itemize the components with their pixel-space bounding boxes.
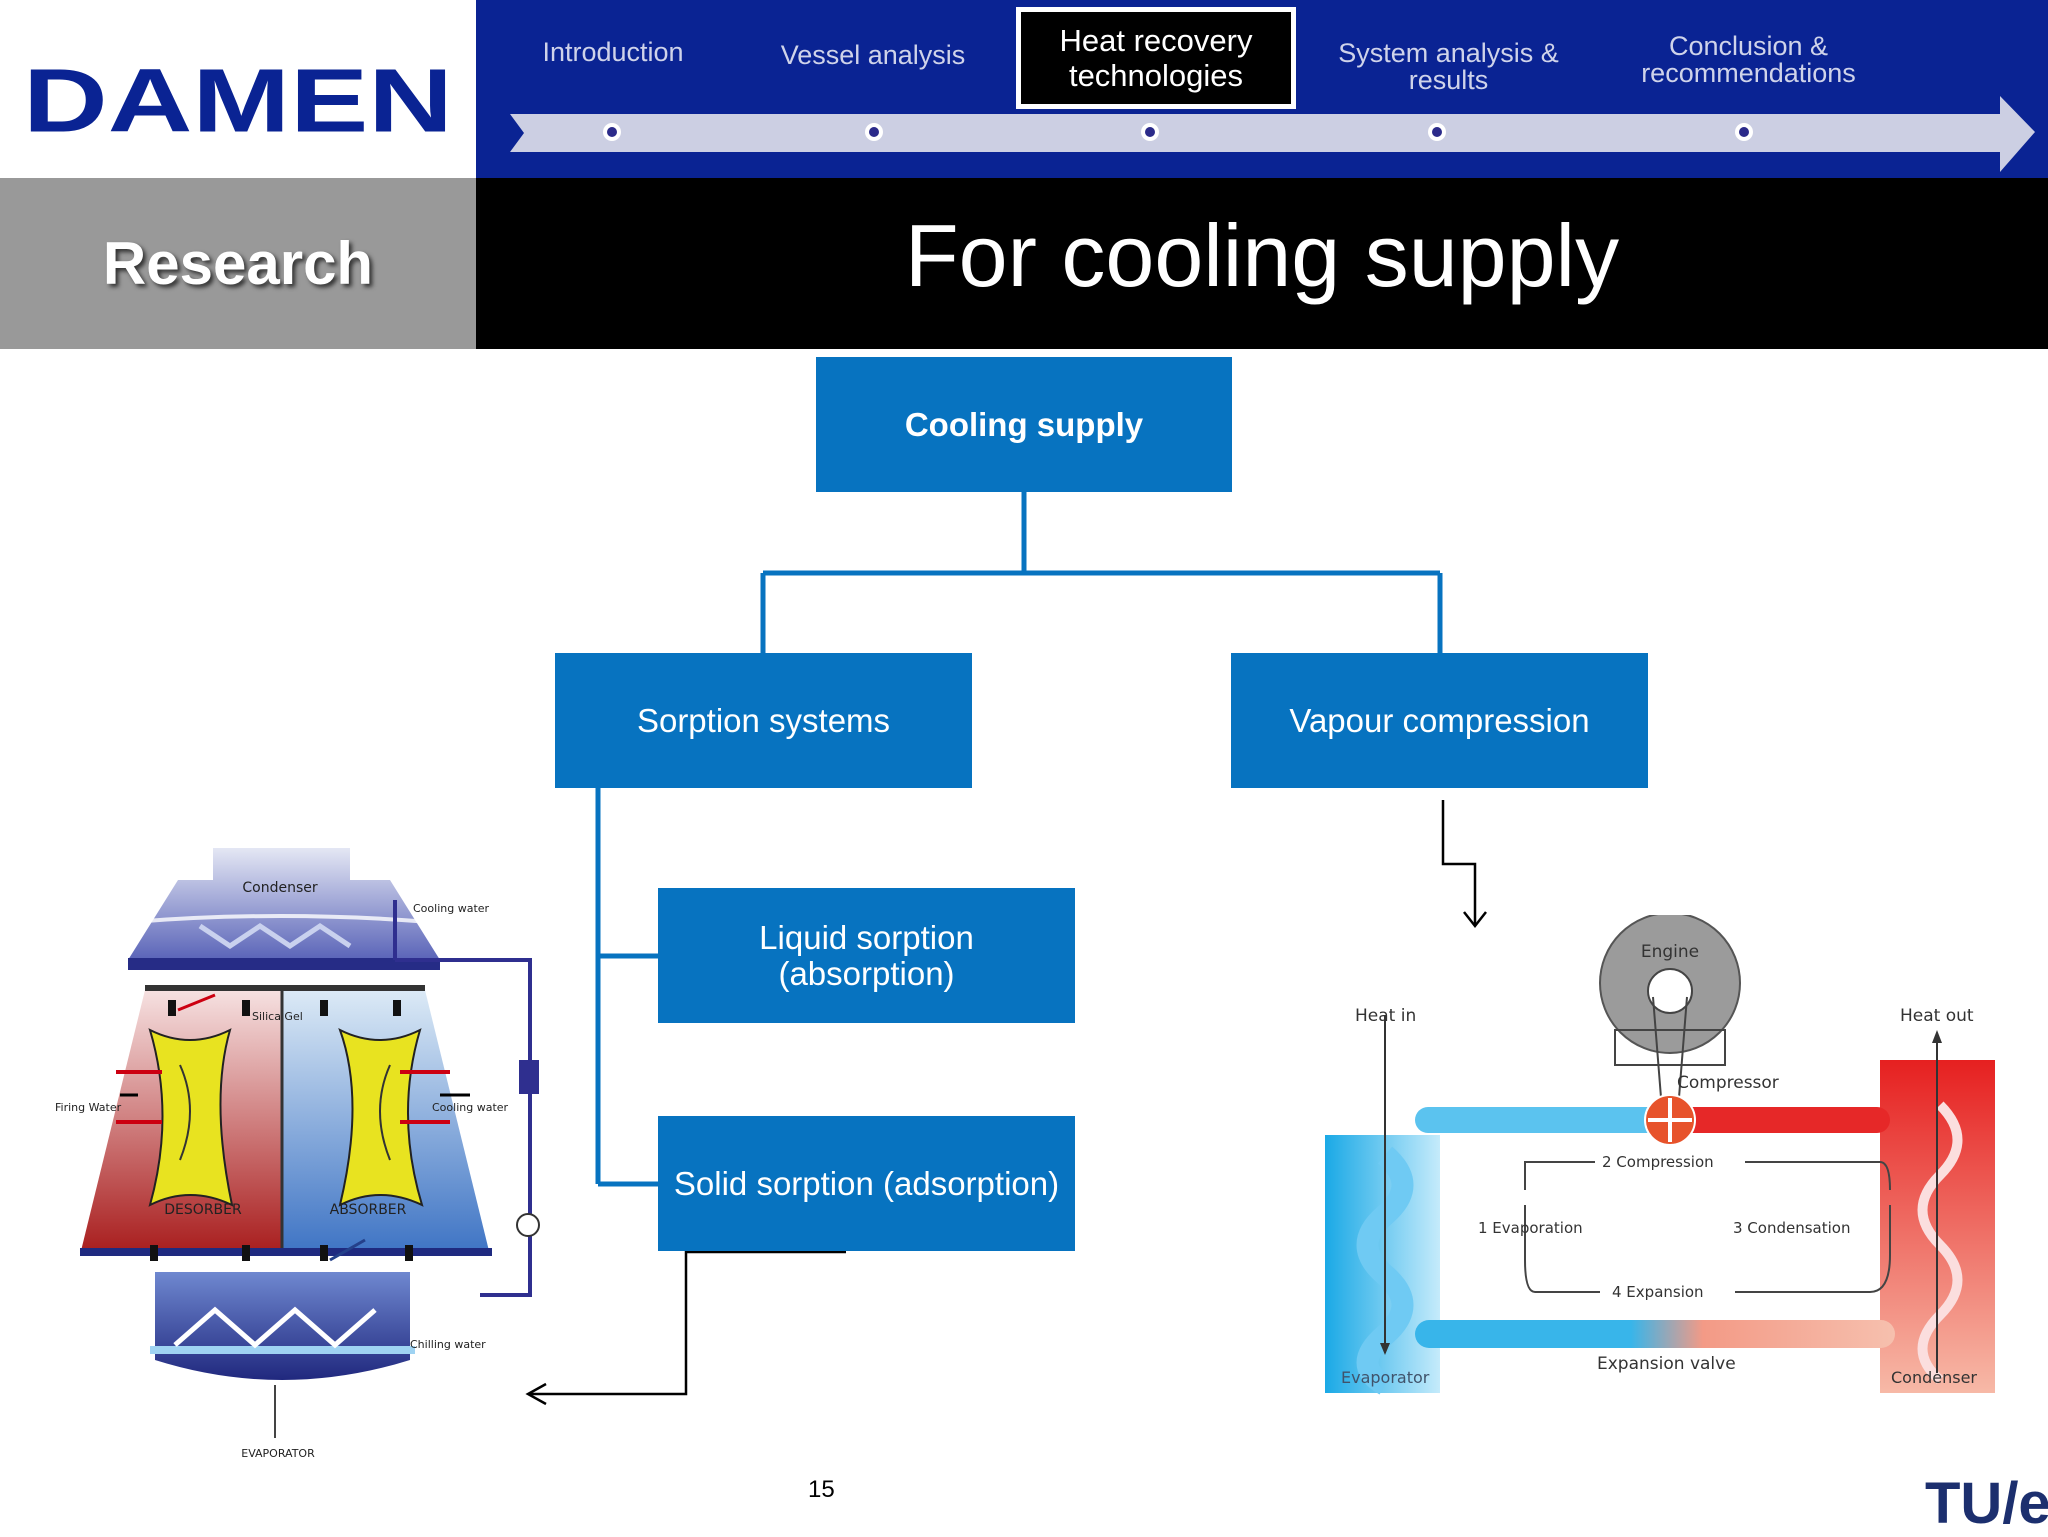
- nav-item-vessel-analysis[interactable]: Vessel analysis: [780, 40, 966, 70]
- node-solid-sorption[interactable]: Solid sorption (adsorption): [658, 1116, 1075, 1251]
- arrow-to-vapour-figure: [1441, 800, 1477, 925]
- label-silica-gel: Silica Gel: [252, 1010, 303, 1023]
- nav-item-introduction[interactable]: Introduction: [542, 37, 684, 67]
- label-engine: Engine: [1641, 942, 1699, 962]
- label-condenser: Condenser: [242, 880, 317, 896]
- vapour-compression-figure: Engine Heat in Heat out Compressor 2 Com…: [1325, 915, 1995, 1395]
- label-heat-out: Heat out: [1900, 1006, 1974, 1026]
- node-solid-sorption-label: Solid sorption (adsorption): [673, 1164, 1060, 1202]
- page-number: 15: [808, 1476, 835, 1503]
- node-vapour-compression-label: Vapour compression: [1289, 701, 1590, 739]
- nav-item-heat-recovery-technologies[interactable]: Heat recovery technologies: [1016, 7, 1296, 109]
- label-firing-water: Firing Water: [55, 1101, 122, 1114]
- nav-item-system-analysis[interactable]: System analysis & results: [1338, 38, 1559, 95]
- label-compression: 2 Compression: [1602, 1153, 1714, 1171]
- node-vapour-compression[interactable]: Vapour compression: [1231, 653, 1648, 788]
- label-evaporator-vc: Evaporator: [1341, 1368, 1430, 1387]
- label-cooling-water-mid: Cooling water: [432, 1101, 509, 1114]
- nav-item-conclusion[interactable]: Conclusion & recommendations: [1641, 31, 1856, 88]
- node-sorption-systems-label: Sorption systems: [636, 701, 891, 739]
- node-cooling-supply-label: Cooling supply: [904, 405, 1144, 443]
- label-condensation: 3 Condensation: [1733, 1219, 1850, 1237]
- label-desorber: DESORBER: [164, 1202, 242, 1218]
- logo-area: DAMEN: [0, 0, 476, 178]
- arrow-to-adsorption-figure: [528, 1250, 846, 1396]
- title-bar: For cooling supply: [476, 178, 2048, 349]
- label-evaporation: 1 Evaporation: [1478, 1219, 1583, 1237]
- label-expansion-valve: Expansion valve: [1597, 1354, 1736, 1374]
- label-compressor: Compressor: [1677, 1073, 1779, 1093]
- adsorption-chiller-figure: Condenser Cooling water Silica Gel Firin…: [55, 848, 540, 1460]
- damen-logo: DAMEN: [23, 51, 453, 136]
- label-condenser-vc: Condenser: [1891, 1368, 1977, 1387]
- label-chilling-water: Chilling water: [410, 1338, 486, 1351]
- node-liquid-sorption[interactable]: Liquid sorption (absorption): [658, 888, 1075, 1023]
- tue-logo: TU/e: [1925, 1471, 2048, 1536]
- node-liquid-sorption-label: Liquid sorption (absorption): [759, 918, 974, 992]
- label-absorber: ABSORBER: [330, 1202, 407, 1218]
- node-sorption-systems[interactable]: Sorption systems: [555, 653, 972, 788]
- label-heat-in: Heat in: [1355, 1006, 1416, 1026]
- label-evaporator: EVAPORATOR: [241, 1447, 315, 1460]
- timeline-arrow: [510, 96, 2035, 172]
- damen-logo-text: DAMEN: [23, 51, 453, 136]
- slide-title: For cooling supply: [904, 205, 1620, 305]
- label-expansion: 4 Expansion: [1612, 1283, 1704, 1301]
- section-label: Research: [102, 230, 374, 297]
- label-cooling-water-top: Cooling water: [413, 902, 490, 915]
- section-box: Research: [0, 178, 476, 349]
- node-cooling-supply[interactable]: Cooling supply: [816, 357, 1232, 492]
